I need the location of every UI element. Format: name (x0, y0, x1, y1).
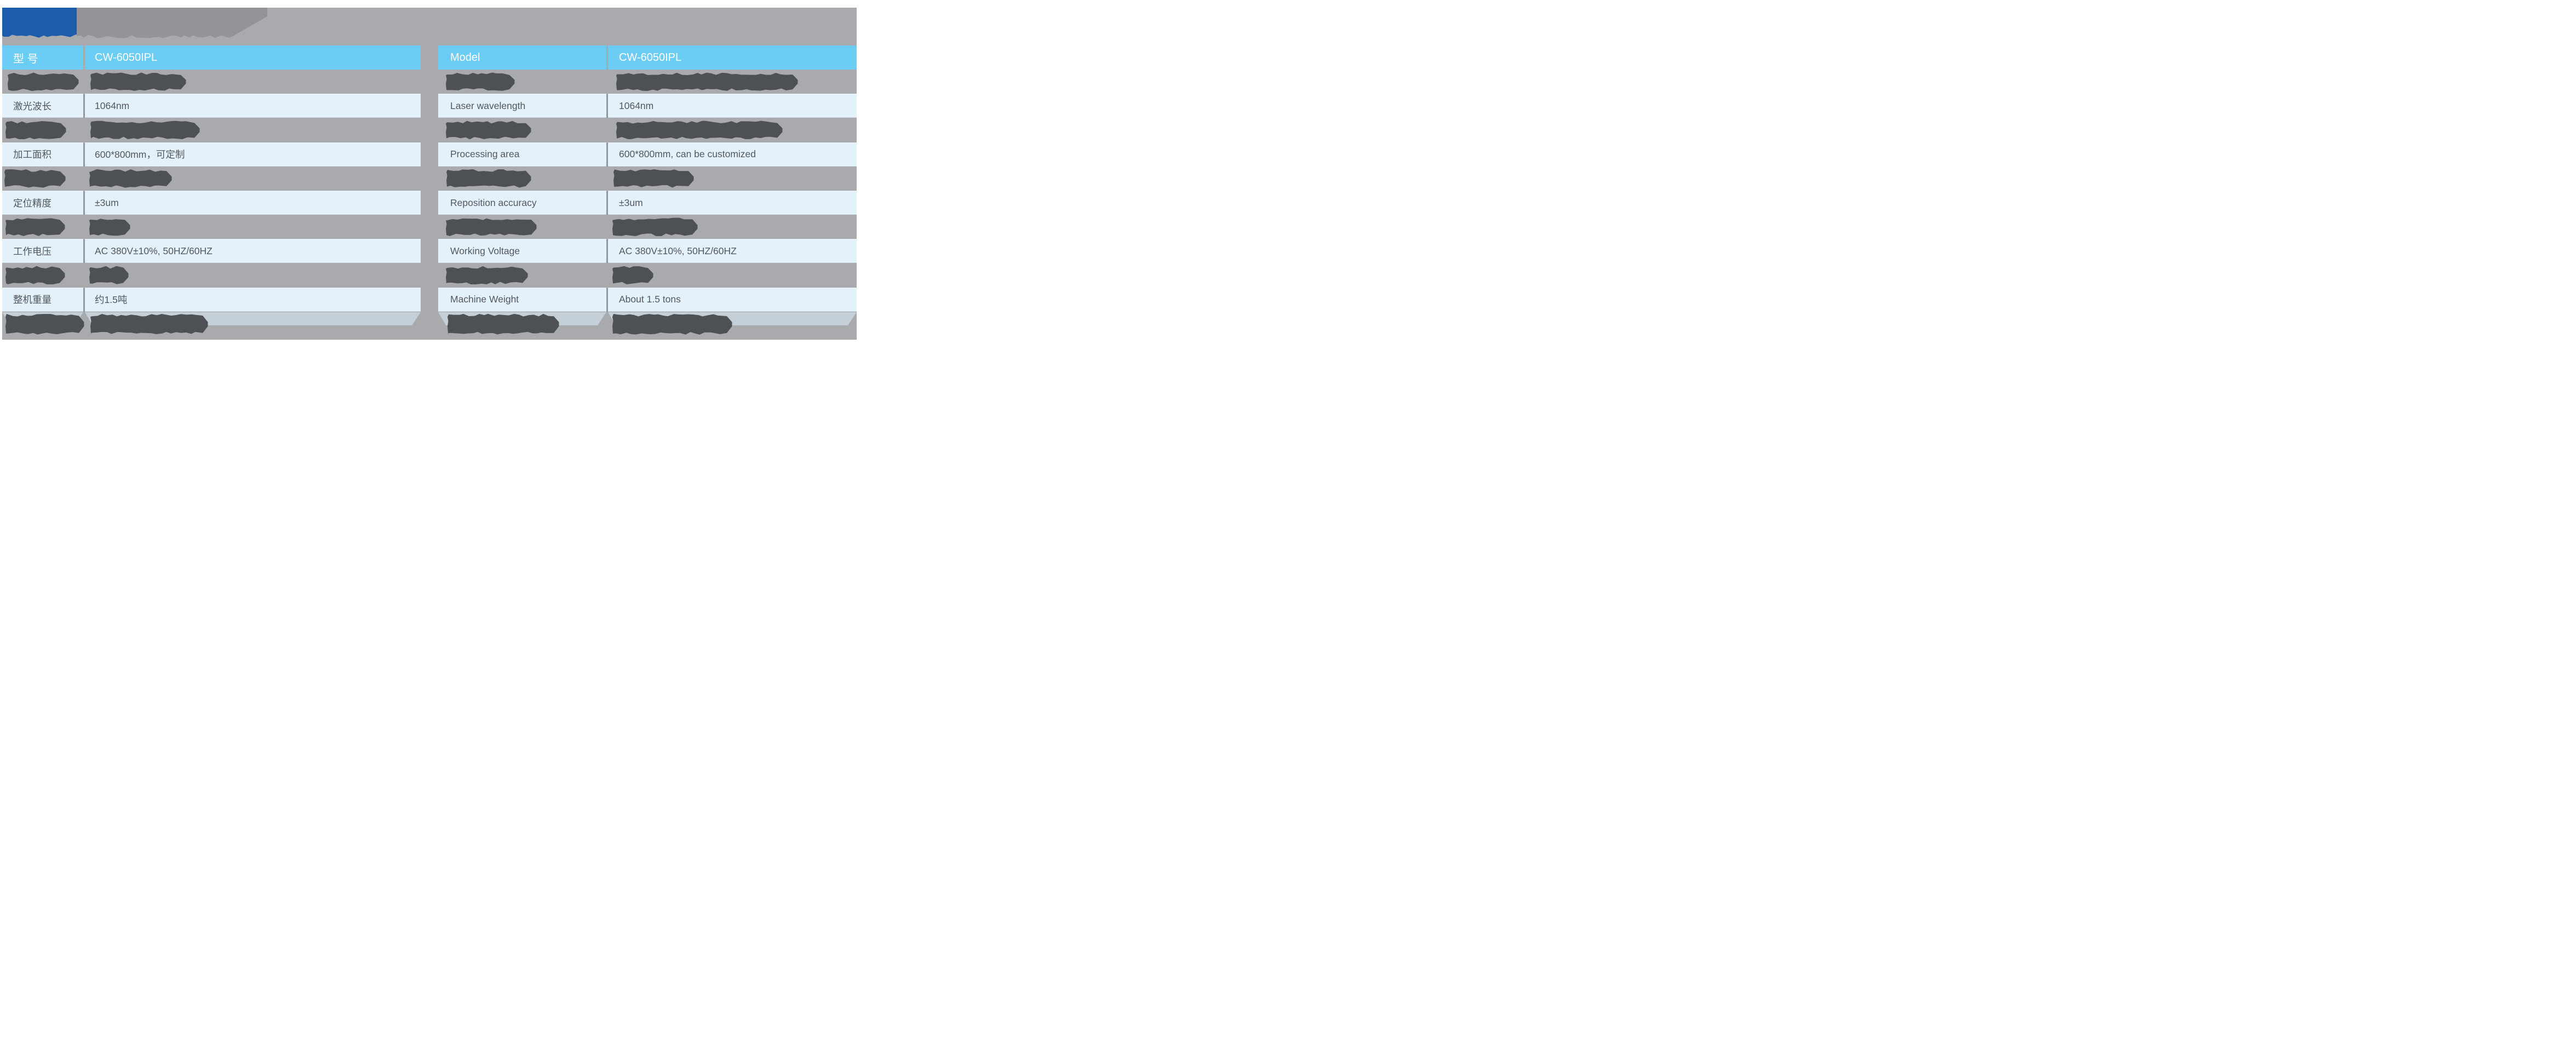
redacted-value-blob (612, 314, 732, 335)
column-divider (83, 287, 85, 312)
spec-value: 600*800mm, can be customized (608, 142, 857, 167)
redacted-value-blob (613, 169, 694, 188)
spec-label: 激光波长 (2, 94, 83, 118)
redacted-value-blob (612, 266, 653, 284)
redacted-value-blob (616, 72, 798, 91)
redacted-label-blob (447, 313, 559, 335)
redacted-value-blob (90, 72, 186, 91)
spec-label: Reposition accuracy (438, 190, 606, 215)
redacted-label-blob (5, 313, 84, 335)
redacted-value-blob (612, 218, 698, 237)
column-divider (606, 94, 608, 118)
table-header-row: Model CW-6050IPL (438, 45, 857, 70)
spec-value: AC 380V±10%, 50HZ/60HZ (85, 239, 421, 264)
spec-row-redacted (438, 167, 857, 191)
column-divider (83, 142, 85, 167)
spec-row-redacted (2, 263, 421, 287)
column-divider (606, 45, 608, 70)
redacted-label-blob (5, 218, 65, 236)
column-divider (83, 94, 85, 118)
spec-row-redacted (438, 312, 857, 336)
redacted-label-blob (446, 121, 531, 140)
spec-row-redacted (2, 118, 421, 142)
spec-row-working-voltage: 工作电压 AC 380V±10%, 50HZ/60HZ (2, 239, 421, 264)
spec-value: 600*800mm，可定制 (85, 142, 421, 167)
header-model-value: CW-6050IPL (85, 45, 421, 70)
brand-logo-redacted-blob (2, 8, 77, 38)
redacted-label-blob (5, 266, 65, 285)
spec-row-redacted (2, 215, 421, 239)
spec-row-laser-wavelength: Laser wavelength 1064nm (438, 94, 857, 118)
column-divider (83, 190, 85, 215)
spec-row-redacted (2, 70, 421, 94)
spec-row-working-voltage: Working Voltage AC 380V±10%, 50HZ/60HZ (438, 239, 857, 264)
redacted-value-blob (89, 266, 129, 284)
spec-label: 整机重量 (2, 287, 83, 312)
redacted-label-blob (4, 169, 66, 188)
spec-label: 工作电压 (2, 239, 83, 264)
spec-value: 约1.5吨 (85, 287, 421, 312)
spec-row-redacted (438, 215, 857, 239)
banner-title-redacted (77, 8, 267, 38)
spec-row-processing-area: 加工面积 600*800mm，可定制 (2, 142, 421, 167)
spec-row-redacted (2, 167, 421, 191)
column-divider (606, 190, 608, 215)
redacted-label-blob (446, 218, 537, 236)
column-divider (83, 239, 85, 264)
spec-table-english: Model CW-6050IPL Laser wavelength 1064nm… (438, 45, 857, 336)
redacted-label-blob (5, 121, 66, 140)
spec-value: 1064nm (608, 94, 857, 118)
redacted-value-blob (90, 314, 208, 334)
redacted-label-blob (446, 72, 515, 91)
spec-label: Machine Weight (438, 287, 606, 312)
spec-row-reposition-accuracy: 定位精度 ±3um (2, 190, 421, 215)
spec-value: 1064nm (85, 94, 421, 118)
spec-row-machine-weight: 整机重量 约1.5吨 (2, 287, 421, 312)
redacted-label-blob (8, 72, 79, 91)
spec-value: About 1.5 tons (608, 287, 857, 312)
spec-label: Working Voltage (438, 239, 606, 264)
spec-value: ±3um (608, 190, 857, 215)
spec-row-redacted (438, 263, 857, 287)
spec-table-chinese: 型 号 CW-6050IPL 激光波长 1064nm 加工面积 600*800m… (2, 45, 421, 336)
column-divider (83, 45, 85, 70)
spec-row-processing-area: Processing area 600*800mm, can be custom… (438, 142, 857, 167)
spec-value: AC 380V±10%, 50HZ/60HZ (608, 239, 857, 264)
spec-row-redacted (2, 312, 421, 336)
column-divider (606, 239, 608, 264)
spec-row-machine-weight: Machine Weight About 1.5 tons (438, 287, 857, 312)
column-divider (606, 142, 608, 167)
redacted-value-blob (90, 121, 200, 139)
header-model-value: CW-6050IPL (608, 45, 857, 70)
spec-row-redacted (438, 118, 857, 142)
spec-value: ±3um (85, 190, 421, 215)
header-model-label: 型 号 (2, 45, 83, 70)
spec-row-redacted (438, 70, 857, 94)
column-divider (606, 287, 608, 312)
redacted-label-blob (446, 169, 531, 188)
spec-row-laser-wavelength: 激光波长 1064nm (2, 94, 421, 118)
spec-label: 加工面积 (2, 142, 83, 167)
redacted-value-blob (89, 219, 130, 236)
table-header-row: 型 号 CW-6050IPL (2, 45, 421, 70)
spec-label: Laser wavelength (438, 94, 606, 118)
spec-row-reposition-accuracy: Reposition accuracy ±3um (438, 190, 857, 215)
redacted-value-blob (616, 121, 783, 140)
spec-label: Processing area (438, 142, 606, 167)
redacted-label-blob (446, 266, 528, 285)
redacted-value-blob (89, 169, 172, 188)
header-model-label: Model (438, 45, 606, 70)
spec-label: 定位精度 (2, 190, 83, 215)
